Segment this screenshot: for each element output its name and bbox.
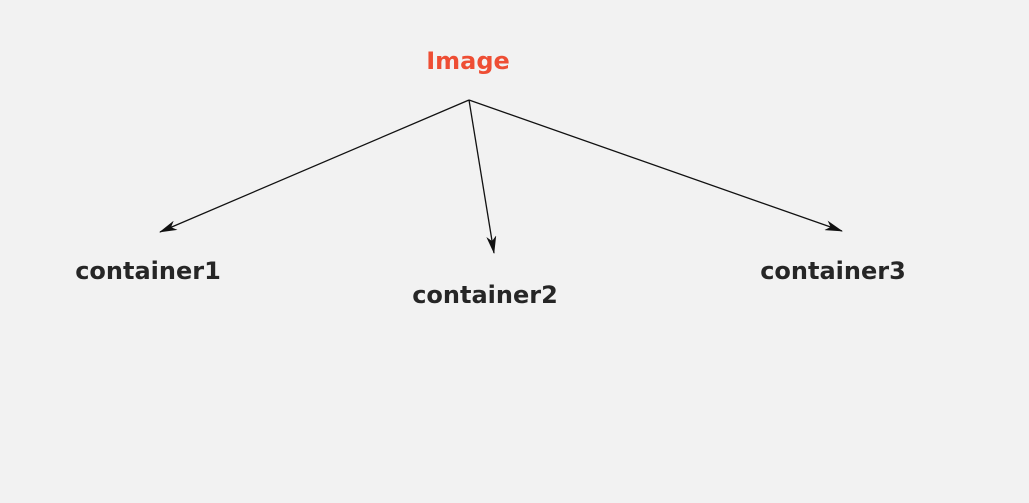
root-node-image: Image bbox=[426, 47, 510, 75]
edge-image-to-container2 bbox=[468, 99, 497, 254]
child-node-container3: container3 bbox=[760, 257, 906, 285]
child-node-container2: container2 bbox=[412, 281, 558, 309]
edge-image-to-container3 bbox=[468, 99, 843, 232]
edge-image-to-container1 bbox=[159, 99, 470, 233]
child-node-container1: container1 bbox=[75, 257, 221, 285]
